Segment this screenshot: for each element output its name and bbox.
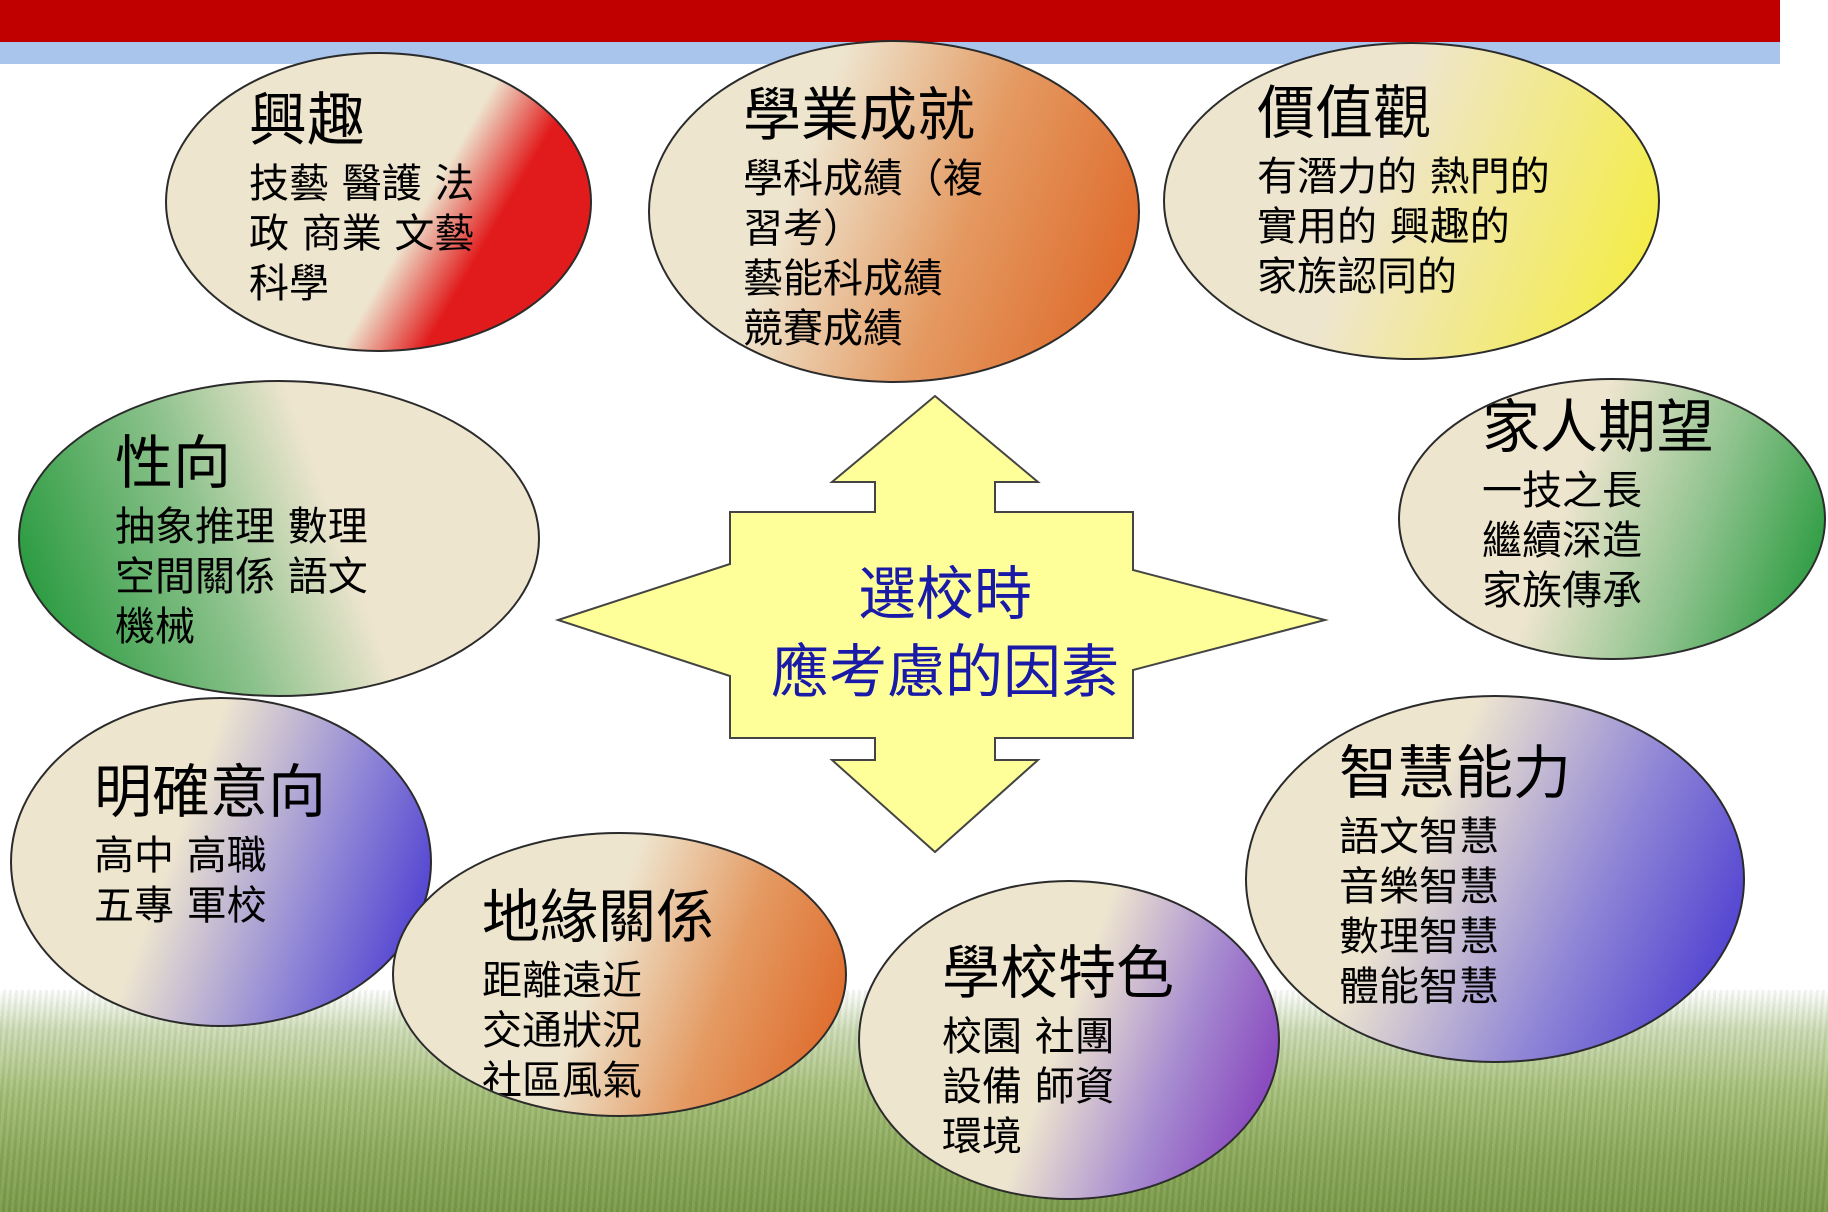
factor-school-title: 學校特色 [942, 939, 1175, 1007]
factor-intelligence-title: 智慧能力 [1339, 739, 1572, 807]
factor-academic-line: 學科成績（複 [743, 156, 983, 202]
factor-geography-line: 交通狀況 [482, 1008, 642, 1054]
factor-academic-line: 藝能科成績 [743, 256, 943, 302]
header-red-band [0, 0, 1780, 42]
factor-intelligence-line: 語文智慧 [1339, 814, 1499, 860]
factor-family: 家人期望 一技之長 繼續深造 家族傳承 [1398, 378, 1826, 660]
factor-interest-line: 技藝 醫護 法 [249, 161, 475, 207]
factor-geography-line: 距離遠近 [482, 958, 642, 1004]
factor-values-title: 價值觀 [1257, 79, 1432, 147]
factor-values-line: 家族認同的 [1257, 254, 1457, 300]
factor-interest-line: 政 商業 文藝 [249, 211, 475, 257]
factor-intention: 明確意向 高中 高職 五專 軍校 [10, 697, 432, 1027]
factor-family-title: 家人期望 [1482, 393, 1715, 461]
factor-academic-title: 學業成就 [743, 81, 976, 149]
center-label-line1: 選校時 [857, 560, 1032, 628]
factor-intelligence: 智慧能力 語文智慧 音樂智慧 數理智慧 體能智慧 [1245, 695, 1745, 1063]
factor-academic: 學業成就 學科成績（複 習考） 藝能科成績 競賽成績 [648, 40, 1140, 383]
factor-geography: 地緣關係 距離遠近 交通狀況 社區風氣 [392, 832, 847, 1117]
factor-aptitude-line: 抽象推理 數理 [115, 504, 368, 550]
factor-values-line: 實用的 興趣的 [1257, 204, 1510, 250]
factor-family-line: 一技之長 [1482, 468, 1642, 514]
factor-intention-line: 五專 軍校 [94, 883, 267, 929]
factor-school-line: 設備 師資 [942, 1064, 1115, 1110]
factor-family-line: 繼續深造 [1482, 518, 1642, 564]
factor-school: 學校特色 校園 社團 設備 師資 環境 [858, 880, 1280, 1200]
factor-interest-title: 興趣 [249, 86, 366, 154]
center-label-line2: 應考慮的因素 [770, 638, 1119, 706]
factor-family-line: 家族傳承 [1482, 568, 1642, 614]
factor-academic-line: 競賽成績 [743, 306, 903, 352]
factor-school-line: 校園 社團 [942, 1014, 1115, 1060]
four-way-arrow-shape [554, 394, 1329, 854]
factor-academic-line: 習考） [743, 206, 863, 252]
factor-intention-line: 高中 高職 [94, 833, 267, 879]
factor-geography-line: 社區風氣 [482, 1058, 642, 1104]
factor-intelligence-line: 體能智慧 [1339, 964, 1499, 1010]
factor-aptitude-line: 機械 [115, 604, 195, 650]
factor-school-line: 環境 [942, 1114, 1022, 1160]
factor-geography-title: 地緣關係 [482, 883, 715, 951]
factor-intelligence-line: 音樂智慧 [1339, 864, 1499, 910]
factor-aptitude: 性向 抽象推理 數理 空間關係 語文 機械 [18, 380, 540, 697]
factor-aptitude-line: 空間關係 語文 [115, 554, 368, 600]
factor-interest: 興趣 技藝 醫護 法 政 商業 文藝 科學 [165, 52, 592, 352]
factor-intelligence-line: 數理智慧 [1339, 914, 1499, 960]
factor-values-line: 有潛力的 熱門的 [1257, 154, 1550, 200]
factor-values: 價值觀 有潛力的 熱門的 實用的 興趣的 家族認同的 [1163, 42, 1660, 360]
center-label: 選校時 應考慮的因素 [740, 555, 1150, 711]
factor-interest-line: 科學 [249, 261, 329, 307]
factor-aptitude-title: 性向 [115, 429, 232, 497]
factor-intention-title: 明確意向 [94, 758, 327, 826]
